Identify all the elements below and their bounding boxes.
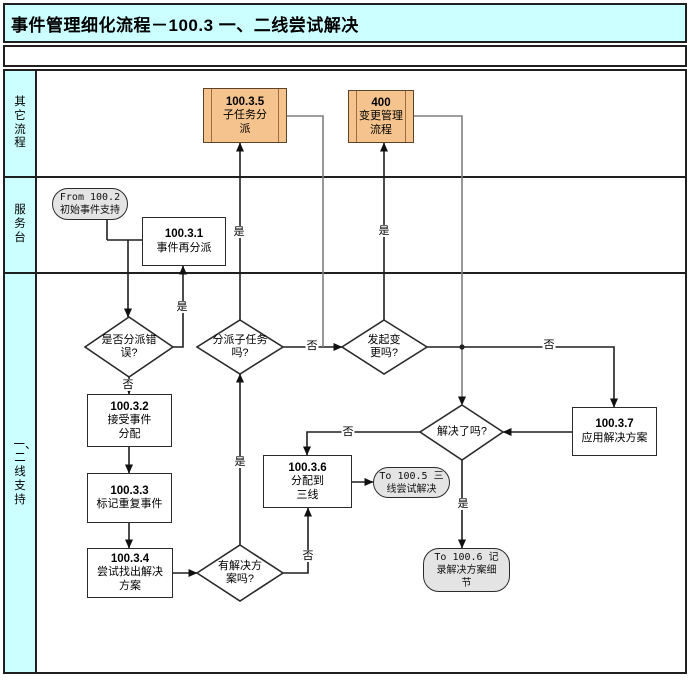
edge-label-yes: 是: [233, 455, 247, 469]
lane-divider: [35, 272, 687, 274]
edge-label-yes: 是: [456, 497, 470, 511]
node-100-3-6: 100.3.6 分配到 三线: [263, 455, 352, 508]
node-400: 400 变更管理 流程: [348, 90, 414, 143]
lane-divider: [35, 176, 687, 178]
edge-label-no: 否: [341, 425, 355, 439]
subtitle-row: [3, 45, 687, 67]
page-title: 事件管理细化流程－100.3 一、二线尝试解决: [3, 3, 687, 43]
predefined-process-bars: [211, 89, 279, 142]
decision-raise-change: 发起变 更吗?: [367, 333, 401, 359]
node-100-3-2: 100.3.2 接受事件 分配: [87, 394, 172, 447]
node-100-3-7: 100.3.7 应用解决方案: [572, 407, 657, 456]
edge-label-no: 否: [542, 338, 556, 352]
lane-label-line12-support: 一、二线支持: [3, 272, 37, 674]
edge-label-no: 否: [301, 549, 315, 563]
node-100-3-4: 100.3.4 尝试找出解决 方案: [87, 548, 173, 598]
node-to-100-6: To 100.6 记 录解决方案细 节: [423, 548, 510, 592]
decision-misassigned: 是否分派错 误?: [101, 333, 157, 359]
edge-label-yes: 是: [232, 225, 246, 239]
node-100-3-1: 100.3.1 事件再分派: [142, 217, 226, 266]
edge-label-yes: 是: [175, 300, 189, 314]
node-to-100-5: To 100.5 三 线尝试解决: [373, 467, 450, 498]
node-100-3-3: 100.3.3 标记重复事件: [87, 473, 172, 523]
edge-label-no: 否: [305, 339, 319, 353]
predefined-process-bars: [356, 91, 406, 142]
node-100-3-5: 100.3.5 子任务分 派: [203, 88, 287, 143]
edge-label-no: 否: [121, 378, 135, 392]
node-from-100-2: From 100.2 初始事件支持: [52, 188, 128, 220]
decision-resolved: 解决了吗?: [436, 425, 488, 438]
lane-label-service-desk: 服务台: [3, 176, 37, 274]
decision-have-solution: 有解决方 案吗?: [218, 559, 262, 585]
decision-dispatch-subtask: 分派子任务 吗?: [212, 333, 268, 359]
edge-label-yes: 是: [377, 224, 391, 238]
lane-label-other-processes: 其它流程: [3, 69, 37, 178]
